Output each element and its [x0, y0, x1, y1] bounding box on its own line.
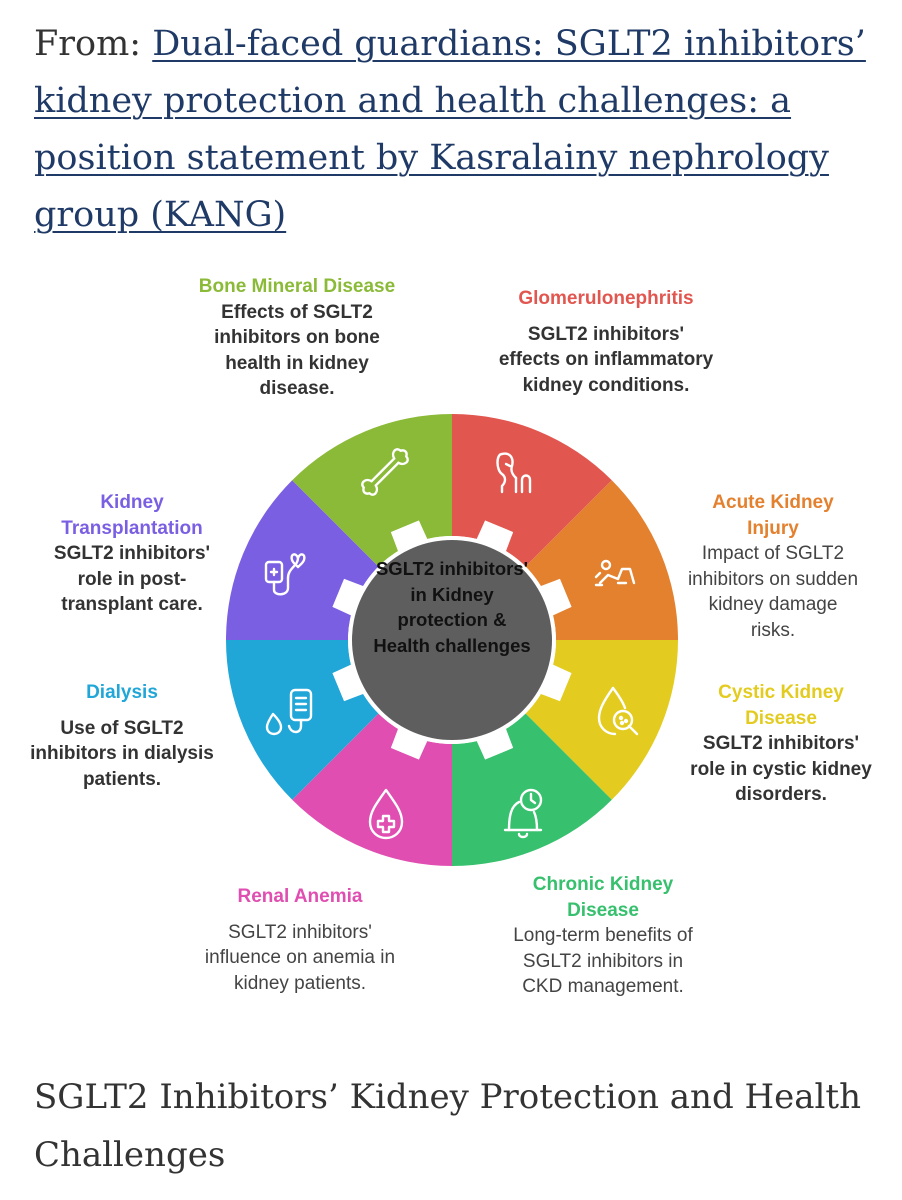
article-link[interactable]: Dual-faced guardians: SGLT2 inhibitors’ …	[34, 24, 866, 235]
kidney-icon	[496, 452, 532, 494]
segment-desc: SGLT2 inhibitors' role in cystic kidney …	[690, 733, 872, 805]
segment-title: Glomerulonephritis	[518, 288, 694, 309]
bone-icon	[361, 448, 409, 496]
blood-drop-cross-icon	[368, 788, 404, 840]
iv-bag-icon	[265, 688, 313, 736]
label-acute-kidney-injury: Acute Kidney Injury Impact of SGLT2 inhi…	[686, 490, 860, 643]
label-dialysis: Dialysis Use of SGLT2 inhibitors in dial…	[28, 680, 216, 792]
segment-title: Dialysis	[86, 682, 158, 703]
segment-desc: Impact of SGLT2 inhibitors on sudden kid…	[687, 543, 859, 641]
segment-desc: Use of SGLT2 inhibitors in dialysis pati…	[30, 717, 214, 790]
center-circle	[352, 540, 552, 740]
segment-desc: Effects of SGLT2 inhibitors on bone heal…	[214, 301, 380, 400]
segment-title: Chronic Kidney Disease	[532, 874, 674, 921]
label-cystic-kidney-disease: Cystic Kidney Disease SGLT2 inhibitors' …	[686, 680, 876, 808]
magnify-drop-icon	[597, 686, 639, 736]
center-label: SGLT2 inhibitors' in Kidney protection &…	[372, 556, 532, 658]
label-renal-anemia: Renal Anemia SGLT2 inhibitors' influence…	[196, 884, 404, 996]
figure-header: From: Dual-faced guardians: SGLT2 inhibi…	[34, 16, 874, 244]
segment-title: Renal Anemia	[237, 886, 363, 907]
segment-title: Cystic Kidney Disease	[718, 682, 844, 729]
label-glomerulonephritis: Glomerulonephritis SGLT2 inhibitors' eff…	[498, 286, 714, 398]
segment-desc: Long-term benefits of SGLT2 inhibitors i…	[513, 925, 693, 997]
label-kidney-transplantation: Kidney Transplantation SGLT2 inhibitors'…	[36, 490, 228, 618]
segment-title: Acute Kidney Injury	[712, 492, 834, 539]
center-text: SGLT2 inhibitors' in Kidney protection &…	[373, 558, 531, 656]
label-chronic-kidney-disease: Chronic Kidney Disease Long-term benefit…	[506, 872, 700, 1000]
segment-desc: SGLT2 inhibitors' role in post-transplan…	[53, 543, 211, 615]
fallen-person-icon	[594, 559, 636, 587]
label-bone-mineral-disease: Bone Mineral Disease Effects of SGLT2 in…	[192, 274, 402, 402]
segment-desc: SGLT2 inhibitors' effects on inflammator…	[498, 323, 714, 396]
header-prefix: From:	[34, 24, 142, 64]
segment-title: Kidney Transplantation	[61, 492, 203, 539]
bell-clock-icon	[503, 788, 543, 839]
stethoscope-icon	[264, 553, 306, 596]
figure-caption: SGLT2 Inhibitors’ Kidney Protection and …	[34, 1077, 861, 1175]
segment-title: Bone Mineral Disease	[198, 276, 396, 297]
segment-desc: SGLT2 inhibitors' influence on anemia in…	[204, 921, 396, 994]
